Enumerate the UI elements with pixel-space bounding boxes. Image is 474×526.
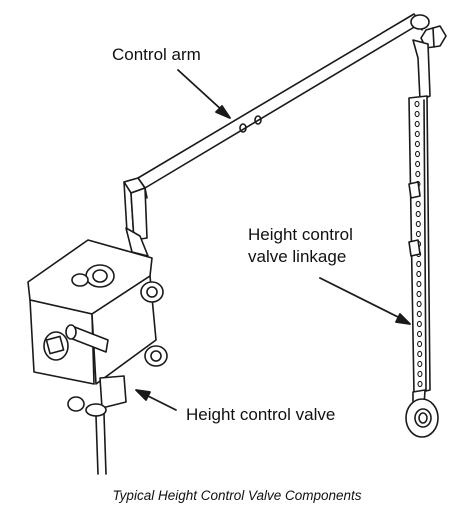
linkage-hole bbox=[417, 370, 423, 378]
arm-end-bolt bbox=[410, 14, 447, 49]
linkage-hole bbox=[416, 290, 422, 298]
linkage-hole bbox=[414, 120, 420, 128]
valve-linkage bbox=[405, 39, 439, 438]
linkage-hole bbox=[414, 130, 420, 138]
linkage-hole bbox=[417, 360, 423, 368]
figure-caption: Typical Height Control Valve Components bbox=[112, 488, 362, 503]
control-arm-arrowhead bbox=[215, 105, 231, 119]
linkage-label-line1: Height control bbox=[248, 225, 353, 244]
linkage-hole bbox=[415, 160, 421, 168]
linkage-hole bbox=[414, 150, 421, 158]
linkage-hole bbox=[417, 340, 423, 348]
linkage-hole bbox=[415, 210, 421, 218]
linkage-hole bbox=[416, 270, 422, 278]
linkage-hole bbox=[416, 280, 422, 288]
linkage-leader bbox=[319, 277, 405, 321]
valve-body bbox=[27, 227, 168, 475]
valve-label: Height control valve bbox=[186, 405, 336, 424]
linkage-hole bbox=[416, 320, 422, 328]
linkage-hole bbox=[417, 380, 423, 388]
linkage-label-line2: valve linkage bbox=[248, 247, 347, 266]
linkage-hole bbox=[416, 330, 423, 338]
linkage-arrowhead bbox=[395, 313, 411, 325]
linkage-hole bbox=[415, 170, 421, 178]
valve-arrowhead bbox=[135, 389, 151, 401]
leader-arrows bbox=[135, 69, 411, 411]
linkage-hole bbox=[417, 350, 423, 358]
linkage-hole bbox=[414, 100, 420, 108]
linkage-hole bbox=[416, 260, 422, 268]
control-arm bbox=[123, 13, 423, 241]
linkage-hole bbox=[416, 310, 422, 318]
valve-leader bbox=[143, 393, 177, 411]
control-arm-leader bbox=[177, 69, 225, 113]
linkage-hole bbox=[415, 230, 421, 238]
control-arm-label: Control arm bbox=[112, 45, 201, 64]
linkage-hole bbox=[416, 300, 422, 308]
linkage-hole bbox=[415, 220, 421, 228]
linkage-hole bbox=[414, 110, 420, 118]
linkage-hole bbox=[414, 140, 420, 148]
linkage-hole bbox=[415, 200, 421, 208]
